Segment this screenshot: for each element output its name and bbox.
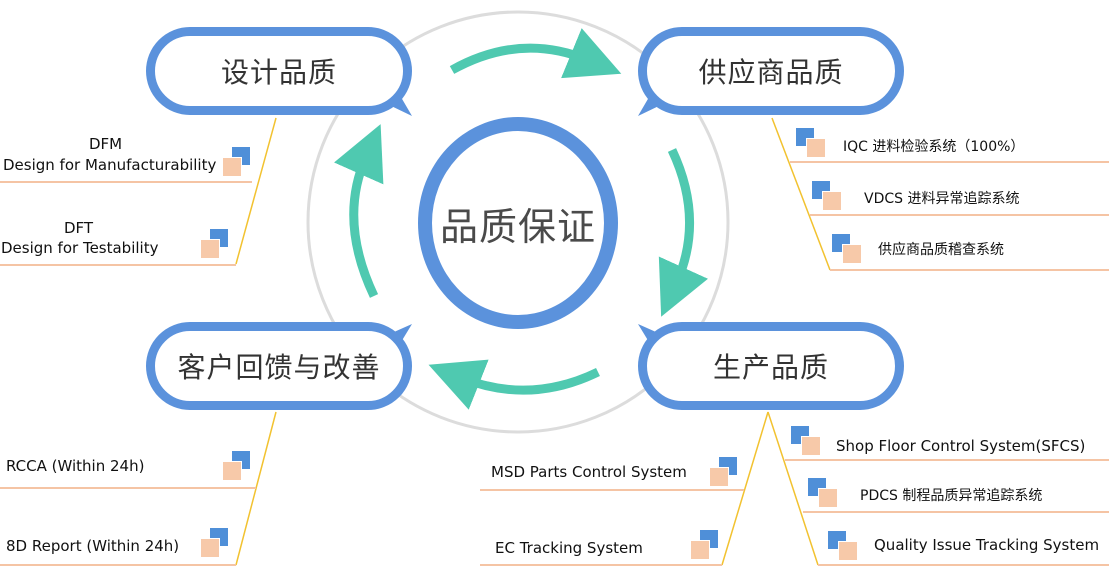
design-item-dft-code: DFT	[64, 219, 94, 237]
design-item-dft-desc: Design for Testability	[1, 239, 159, 257]
customer-item-8d-icon	[200, 528, 230, 558]
arrow-production-to-customer	[428, 359, 600, 410]
design-underlines	[0, 181, 252, 266]
production-underlines	[480, 459, 1109, 566]
production-item-qit: Quality Issue Tracking System	[874, 536, 1100, 554]
supplier-item-vdcs: VDCS 进料异常追踪系统	[864, 191, 1020, 207]
production-item-qit-icon	[828, 531, 858, 561]
design-connectors	[235, 117, 277, 265]
node-customer-feedback: 客户回馈与改善	[146, 322, 412, 410]
arrow-design-to-supplier	[449, 28, 622, 79]
center-quality-assurance: 品质保证	[418, 117, 618, 329]
production-item-pdcs: PDCS 制程品质异常追踪系统	[860, 488, 1043, 504]
node-supplier-quality: 供应商品质	[638, 27, 904, 115]
production-item-sfcs-icon	[791, 426, 821, 456]
customer-item-8d: 8D Report (Within 24h)	[6, 537, 180, 555]
production-item-ec: EC Tracking System	[495, 539, 643, 557]
production-item-pdcs-icon	[808, 478, 838, 508]
production-item-ec-icon	[690, 530, 720, 560]
supplier-item-vdcs-icon	[812, 181, 842, 211]
supplier-item-iqc-icon	[796, 128, 826, 158]
supplier-item-iqc: IQC 进料检验系统（100%）	[843, 139, 1025, 155]
arrow-supplier-to-production	[658, 148, 709, 317]
supplier-item-audit: 供应商品质稽查系统	[878, 242, 1004, 258]
production-item-msd: MSD Parts Control System	[491, 463, 687, 481]
node-production-quality: 生产品质	[638, 322, 904, 410]
production-item-msd-icon	[709, 457, 739, 487]
customer-underlines	[0, 487, 256, 566]
node-design-quality: 设计品质	[146, 27, 412, 115]
production-connectors	[721, 411, 819, 566]
customer-item-rcca: RCCA (Within 24h)	[6, 457, 145, 475]
supplier-underlines	[790, 161, 1109, 271]
outer-ring	[306, 10, 730, 434]
supplier-connectors	[771, 117, 831, 271]
design-item-dfm-icon	[222, 147, 252, 177]
design-item-dfm-desc: Design for Manufacturability	[3, 156, 217, 174]
design-item-dfm-code: DFM	[89, 135, 123, 153]
design-item-dft-icon	[200, 229, 230, 259]
customer-item-rcca-icon	[222, 451, 252, 481]
supplier-item-audit-icon	[832, 234, 862, 264]
arrow-customer-to-design	[334, 124, 384, 298]
production-item-sfcs: Shop Floor Control System(SFCS)	[836, 437, 1086, 455]
